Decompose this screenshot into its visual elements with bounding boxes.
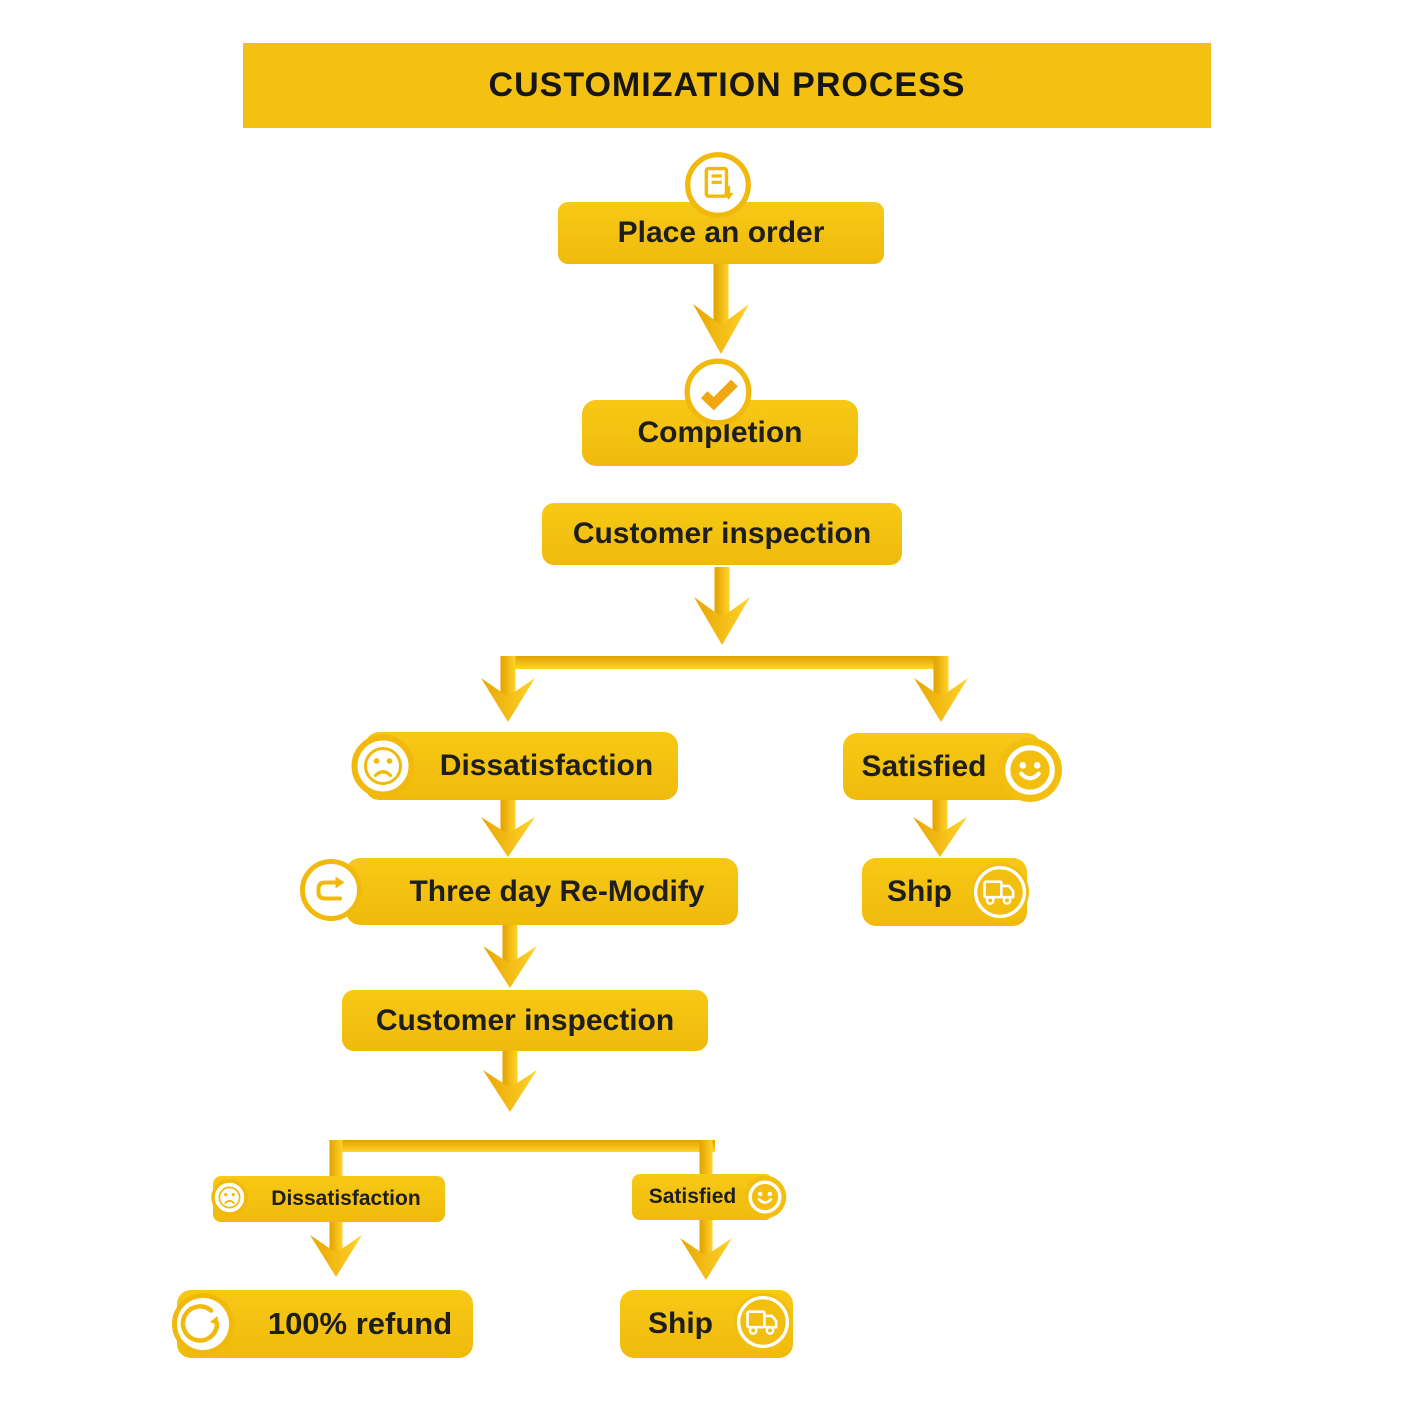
checkmark-icon [684, 358, 752, 426]
node-dissatisfaction-2: Dissatisfaction [213, 1176, 445, 1222]
node-customer-inspection-2: Customer inspection [342, 990, 708, 1051]
node-three-day-remodify-label: Three day Re-Modify [409, 874, 705, 908]
title-text: CUSTOMIZATION PROCESS [488, 66, 966, 104]
smiley-face-icon [997, 737, 1063, 803]
node-dissatisfaction-1-label: Dissatisfaction [439, 749, 654, 782]
redo-icon [299, 858, 363, 922]
node-customer-inspection-2-label: Customer inspection [375, 1003, 675, 1037]
branch-bar-2 [330, 1140, 715, 1152]
node-ship-2-label: Ship [648, 1307, 713, 1340]
sad-face-icon [211, 1179, 248, 1216]
node-dissatisfaction-2-label: Dissatisfaction [271, 1187, 421, 1210]
node-customer-inspection-1-label: Customer inspection [572, 517, 872, 550]
branch-bar-1 [502, 656, 948, 669]
node-100-percent-refund-label: 100% refund [267, 1306, 453, 1341]
arrow-inspection2-to-branch2 [483, 1051, 537, 1112]
arrow-place-order-to-completion [693, 264, 749, 354]
arrow-dissatisfaction-to-remodify [481, 800, 535, 857]
node-place-order-label: Place an order [617, 216, 825, 249]
smiley-face-icon [743, 1175, 787, 1219]
refund-refresh-icon [171, 1292, 235, 1356]
node-satisfied-2-label: Satisfied [648, 1185, 737, 1208]
page-title: CUSTOMIZATION PROCESS [243, 43, 1211, 128]
truck-icon [733, 1292, 793, 1352]
sad-face-icon [351, 734, 415, 798]
arrow-satisfied-to-ship [913, 800, 967, 857]
node-three-day-remodify: Three day Re-Modify [346, 858, 738, 925]
node-place-order: Place an order [558, 202, 884, 264]
node-customer-inspection-1: Customer inspection [542, 503, 902, 565]
arrow-remodify-to-inspection2 [483, 925, 537, 988]
arrow-branch1-left [481, 656, 535, 722]
arrow-branch1-right [914, 656, 968, 722]
node-satisfied-1-label: Satisfied [861, 749, 987, 783]
arrow-branch2-left-to-refund [310, 1140, 362, 1277]
node-ship-1-label: Ship [887, 875, 952, 908]
order-document-icon [684, 151, 752, 219]
truck-icon [970, 862, 1030, 922]
arrow-inspection-to-branch [694, 567, 750, 645]
node-dissatisfaction-1: Dissatisfaction [365, 732, 678, 800]
